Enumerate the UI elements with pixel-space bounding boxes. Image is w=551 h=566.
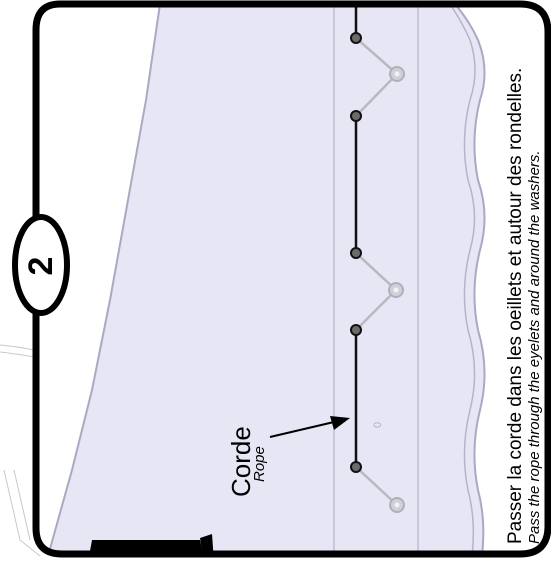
instruction-band (490, 4, 548, 554)
eyelet (350, 247, 362, 259)
instruction-fr: Passer la corde dans les oeillets et aut… (505, 68, 526, 544)
callout-arrow (269, 416, 350, 438)
hem-line (449, 4, 476, 554)
eyelet (350, 32, 362, 44)
pole-tip (200, 534, 214, 554)
callout-label-en: Rope (251, 446, 268, 482)
eyelet (350, 324, 362, 336)
drawing-area: 0 (46, 4, 548, 554)
eyelet (350, 461, 362, 473)
instruction-en: Pass the rope through the eyelets and ar… (526, 150, 543, 544)
step-badge: 2 (12, 214, 70, 316)
eyelets (350, 32, 362, 473)
washers (388, 66, 405, 513)
background-sketch (0, 344, 41, 557)
eyelet (350, 110, 362, 122)
frame (32, 0, 551, 558)
step-number: 2 (22, 257, 60, 276)
panel-mark: 0 (372, 422, 384, 428)
callout-label-fr: Corde (226, 426, 256, 497)
fabric-panel (46, 4, 486, 554)
